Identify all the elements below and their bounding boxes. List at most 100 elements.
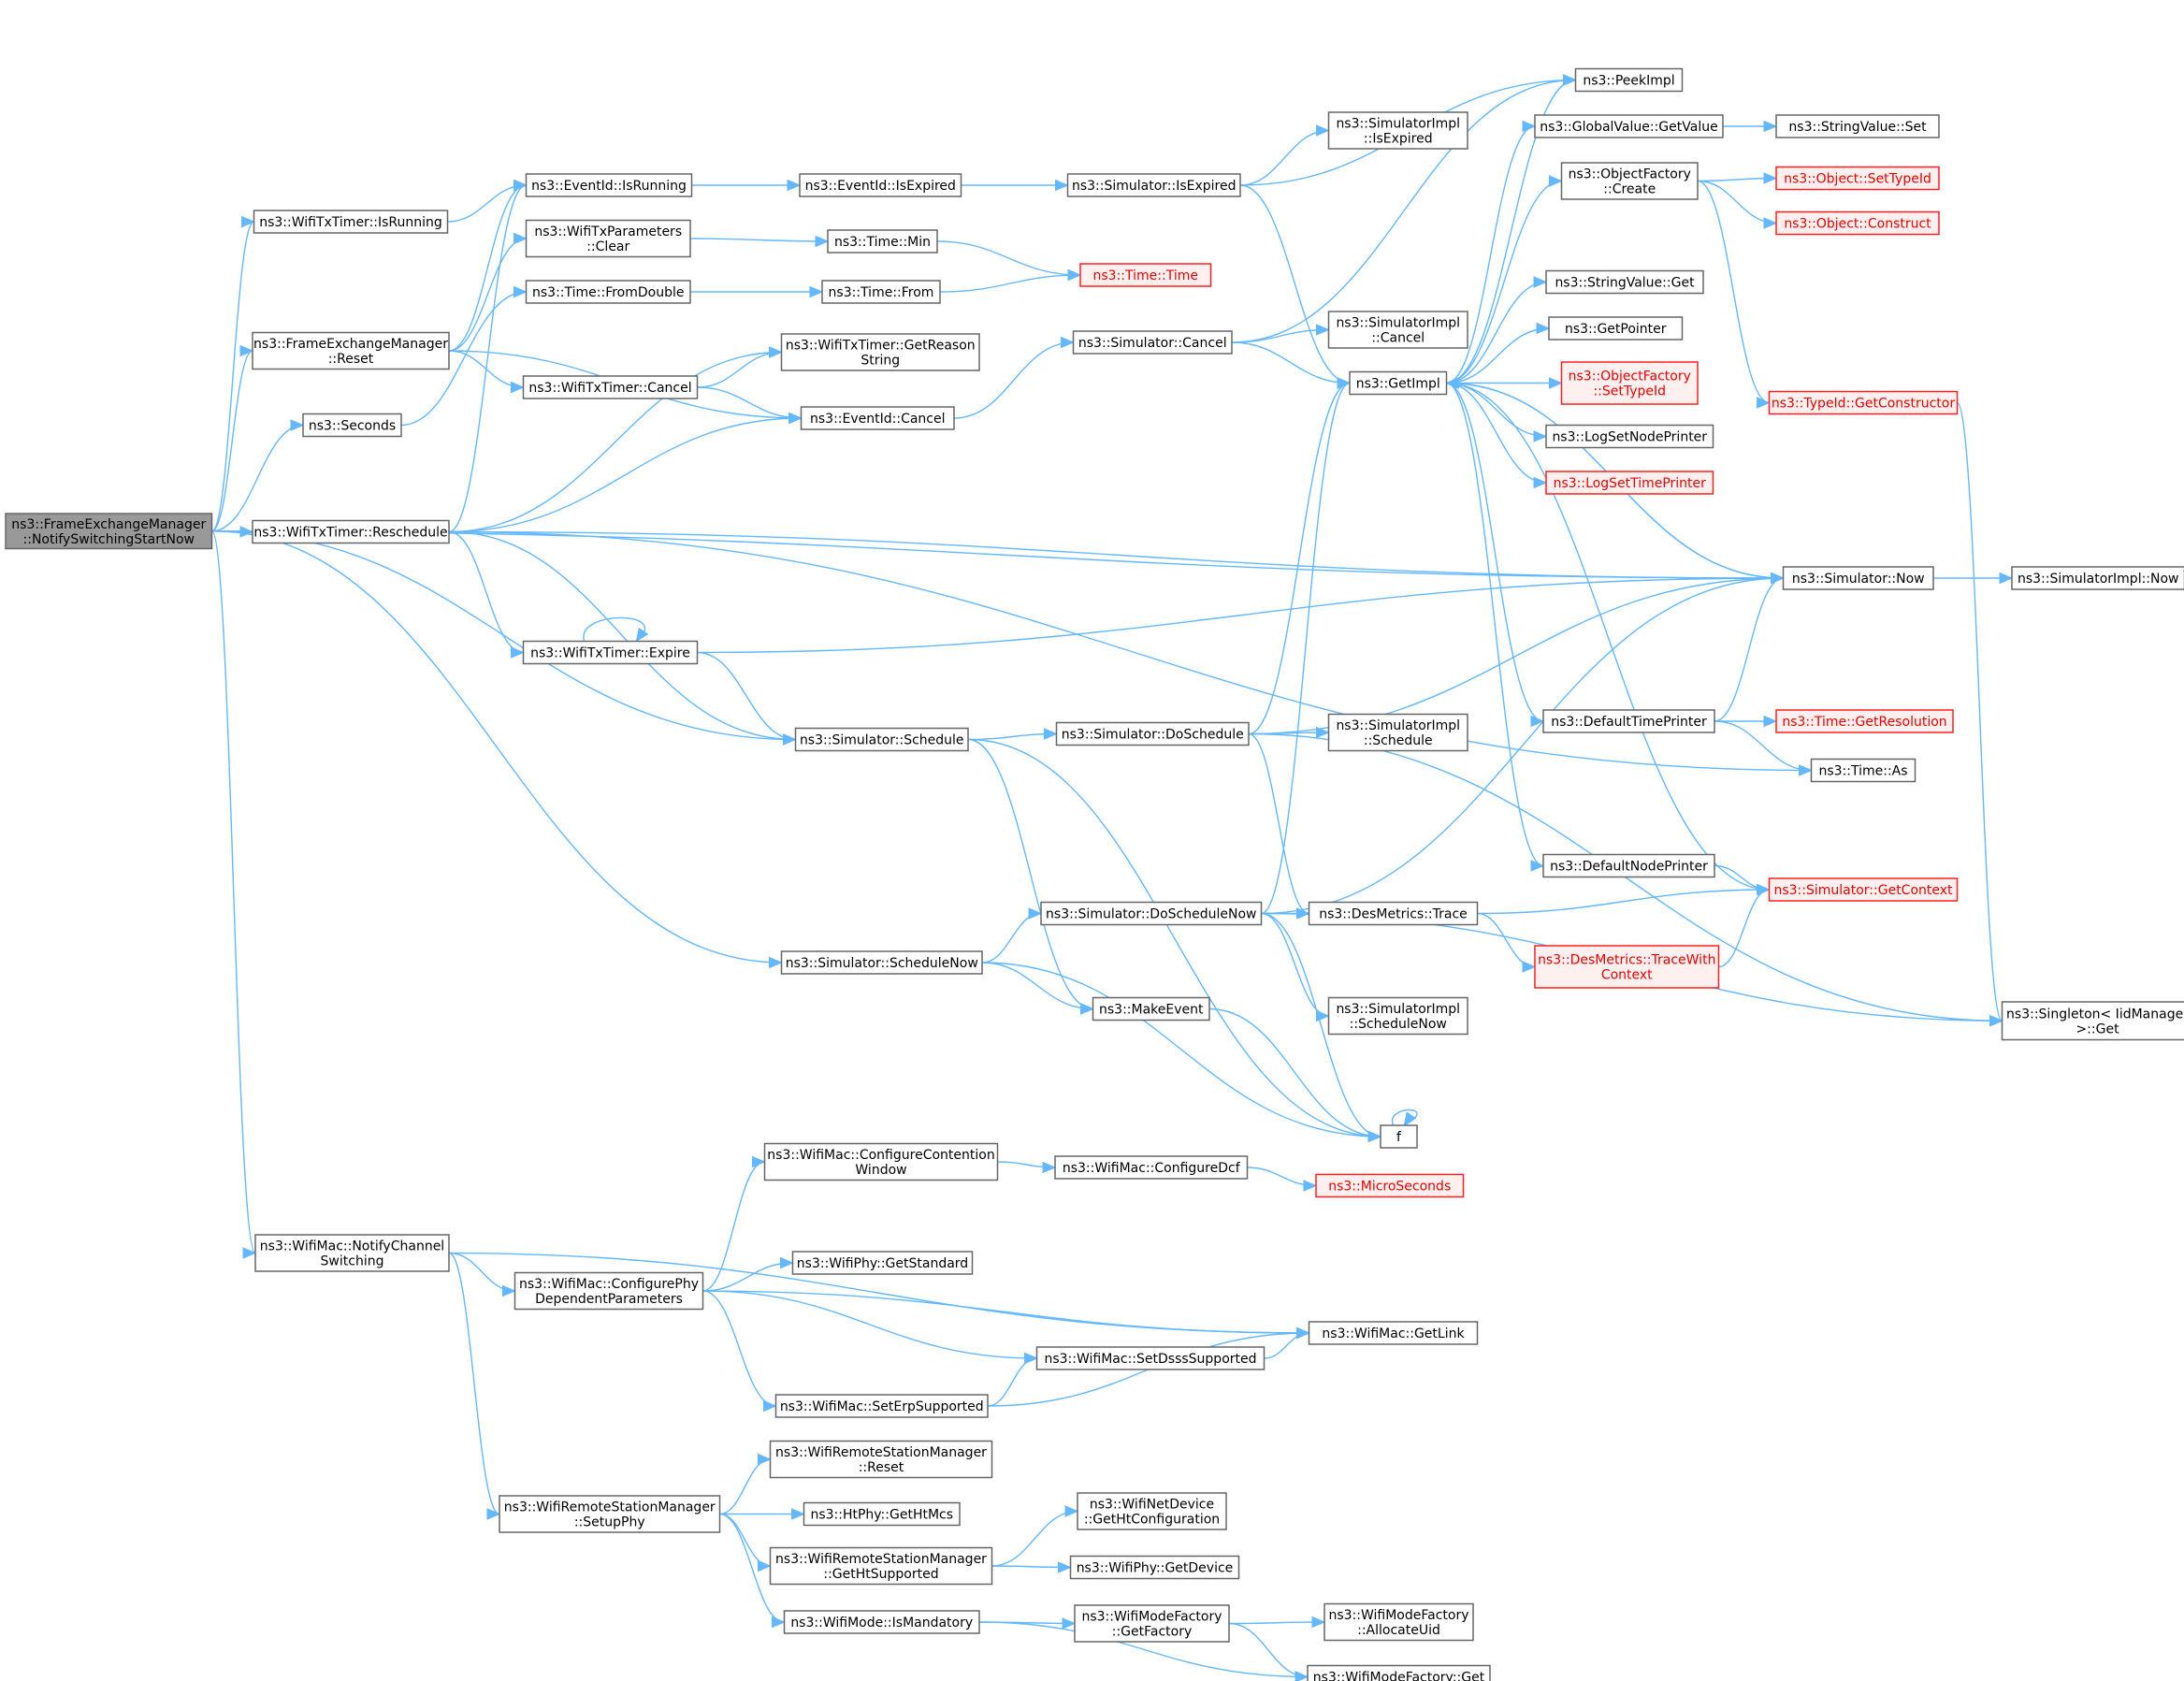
node-simIsExpired-label-line-0: ns3::Simulator::IsExpired bbox=[1072, 179, 1237, 194]
node-wmfGetFactory[interactable]: ns3::WifiModeFactory::GetFactory bbox=[1074, 1604, 1230, 1643]
arrowhead-simSchedule-to-doSchedule bbox=[1044, 728, 1058, 740]
node-wttIsRunning[interactable]: ns3::WifiTxTimer::IsRunning bbox=[253, 210, 449, 234]
edge-setErp-to-setDsss bbox=[987, 1357, 1037, 1407]
node-defTimePrinter[interactable]: ns3::DefaultTimePrinter bbox=[1542, 709, 1715, 733]
node-simImplScheduleNow[interactable]: ns3::SimulatorImpl::ScheduleNow bbox=[1327, 996, 1468, 1036]
node-femReset-box bbox=[252, 331, 450, 370]
node-peekImpl[interactable]: ns3::PeekImpl bbox=[1574, 67, 1684, 93]
node-evCancel[interactable]: ns3::EventId::Cancel bbox=[800, 406, 955, 430]
node-simCancel[interactable]: ns3::Simulator::Cancel bbox=[1072, 330, 1233, 355]
node-setDsss[interactable]: ns3::WifiMac::SetDsssSupported bbox=[1035, 1346, 1266, 1370]
node-getContext-label-line-0: ns3::Simulator::GetContext bbox=[1773, 883, 1953, 898]
node-getResolution[interactable]: ns3::Time::GetResolution bbox=[1775, 709, 1954, 733]
node-singleton[interactable]: ns3::Singleton< IidManager >::Get bbox=[2001, 1001, 2184, 1041]
node-svGet[interactable]: ns3::StringValue::Get bbox=[1545, 269, 1704, 295]
node-rsmSetup[interactable]: ns3::WifiRemoteStationManager::SetupPhy bbox=[499, 1495, 721, 1533]
node-root[interactable]: ns3::FrameExchangeManager::NotifySwitchi… bbox=[5, 513, 213, 550]
node-evIsRunning[interactable]: ns3::EventId::IsRunning bbox=[525, 173, 693, 197]
node-getReason-label-line-0: ns3::WifiTxTimer::GetReason bbox=[786, 339, 976, 354]
node-fromDouble[interactable]: ns3::Time::FromDouble bbox=[525, 280, 691, 304]
node-configCW-label-line-0: ns3::WifiMac::ConfigureContention bbox=[767, 1148, 994, 1163]
node-wttReschedule[interactable]: ns3::WifiTxTimer::Reschedule bbox=[252, 519, 450, 544]
node-simIsExpired[interactable]: ns3::Simulator::IsExpired bbox=[1066, 173, 1241, 197]
node-htmcs[interactable]: ns3::HtPhy::GetHtMcs bbox=[803, 1501, 961, 1527]
node-objConstruct[interactable]: ns3::Object::Construct bbox=[1775, 210, 1940, 236]
node-logTime[interactable]: ns3::LogSetTimePrinter bbox=[1545, 471, 1714, 495]
node-defNodePrinter[interactable]: ns3::DefaultNodePrinter bbox=[1542, 853, 1715, 878]
arrowhead-seconds-to-fromDouble bbox=[513, 285, 528, 298]
arrowhead-getImpl-to-defNodePrinter bbox=[1530, 860, 1545, 872]
arrowhead-macNotify-to-configPhy bbox=[502, 1284, 516, 1297]
node-objSetTypeId[interactable]: ns3::Object::SetTypeId bbox=[1775, 166, 1940, 191]
node-evIsExpired[interactable]: ns3::EventId::IsExpired bbox=[799, 173, 962, 197]
node-configDcf[interactable]: ns3::WifiMac::ConfigureDcf bbox=[1054, 1155, 1249, 1180]
node-timeFrom[interactable]: ns3::Time::From bbox=[821, 280, 941, 304]
node-simImplNow[interactable]: ns3::SimulatorImpl::Now bbox=[2011, 566, 2184, 590]
node-configPhy[interactable]: ns3::WifiMac::ConfigurePhyDependentParam… bbox=[513, 1271, 704, 1311]
node-netDevHt[interactable]: ns3::WifiNetDevice::GetHtConfiguration bbox=[1077, 1492, 1227, 1530]
node-getPointer[interactable]: ns3::GetPointer bbox=[1548, 316, 1684, 341]
node-simSchedule[interactable]: ns3::Simulator::Schedule bbox=[794, 727, 969, 752]
node-scheduleNow[interactable]: ns3::Simulator::ScheduleNow bbox=[780, 950, 983, 975]
edge-simSchedule-to-doSchedule bbox=[967, 732, 1057, 741]
node-wttCancel[interactable]: ns3::WifiTxTimer::Cancel bbox=[522, 375, 699, 399]
node-isMandatory[interactable]: ns3::WifiMode::IsMandatory bbox=[783, 1610, 980, 1634]
node-macNotify-label-line-1: Switching bbox=[321, 1254, 384, 1269]
edge-rsmHt-to-netDevHt bbox=[991, 1510, 1078, 1567]
node-logTime-label-line-0: ns3::LogSetTimePrinter bbox=[1554, 476, 1707, 491]
node-doScheduleNow[interactable]: ns3::Simulator::DoScheduleNow bbox=[1040, 901, 1263, 926]
arrowhead-getImpl-to-logTime bbox=[1533, 476, 1548, 489]
node-makeEvent[interactable]: ns3::MakeEvent bbox=[1092, 996, 1210, 1022]
node-f[interactable]: f bbox=[1380, 1124, 1418, 1149]
node-phyGetDevice[interactable]: ns3::WifiPhy::GetDevice bbox=[1069, 1555, 1240, 1580]
node-timeMin[interactable]: ns3::Time::Min bbox=[827, 229, 938, 254]
edge-defTimePrinter-to-timeAs bbox=[1714, 720, 1812, 772]
node-rsmHt[interactable]: ns3::WifiRemoteStationManager::GetHtSupp… bbox=[769, 1546, 993, 1586]
node-seconds-label-line-0: ns3::Seconds bbox=[309, 419, 396, 434]
node-objConstruct-box bbox=[1775, 210, 1940, 236]
node-seconds[interactable]: ns3::Seconds bbox=[302, 413, 402, 438]
edge-root-to-seconds bbox=[211, 424, 304, 532]
node-simImplScheduleNow-box bbox=[1327, 996, 1468, 1036]
node-femReset[interactable]: ns3::FrameExchangeManager::Reset bbox=[252, 331, 450, 370]
node-simImplSchedule-label-line-1: ::Schedule bbox=[1364, 733, 1433, 748]
node-wmfGet[interactable]: ns3::WifiModeFactory::Get bbox=[1307, 1664, 1491, 1681]
node-wmfAllocate[interactable]: ns3::WifiModeFactory::AllocateUid bbox=[1323, 1602, 1474, 1642]
node-microSeconds[interactable]: ns3::MicroSeconds bbox=[1315, 1173, 1465, 1198]
node-doSchedule[interactable]: ns3::Simulator::DoSchedule bbox=[1055, 721, 1250, 746]
node-desTrace[interactable]: ns3::DesMetrics::Trace bbox=[1308, 901, 1479, 926]
edge-doSchedule-to-desTrace bbox=[1248, 732, 1309, 915]
node-setErp[interactable]: ns3::WifiMac::SetErpSupported bbox=[774, 1394, 989, 1418]
node-timeTime[interactable]: ns3::Time::Time bbox=[1079, 263, 1212, 287]
node-typeIdCtor[interactable]: ns3::TypeId::GetConstructor bbox=[1768, 390, 1959, 415]
node-ofSetTypeId[interactable]: ns3::ObjectFactory::SetTypeId bbox=[1560, 361, 1699, 405]
node-gvGetValue[interactable]: ns3::GlobalValue::GetValue bbox=[1534, 114, 1724, 138]
node-wttReschedule-box bbox=[252, 519, 450, 544]
node-getStandard[interactable]: ns3::WifiPhy::GetStandard bbox=[791, 1251, 974, 1275]
node-rsmReset[interactable]: ns3::WifiRemoteStationManager::Reset bbox=[769, 1440, 993, 1479]
node-simImplIsExpired-label-line-1: ::IsExpired bbox=[1364, 132, 1433, 147]
node-ofCreate[interactable]: ns3::ObjectFactory::Create bbox=[1560, 162, 1699, 200]
node-wtpClear[interactable]: ns3::WifiTxParameters::Clear bbox=[525, 219, 691, 258]
node-simImplSchedule[interactable]: ns3::SimulatorImpl::Schedule bbox=[1327, 713, 1468, 752]
edge-timeFrom-to-timeTime bbox=[939, 274, 1081, 293]
node-simImplCancel[interactable]: ns3::SimulatorImpl::Cancel bbox=[1327, 311, 1468, 349]
node-logNode[interactable]: ns3::LogSetNodePrinter bbox=[1545, 424, 1714, 449]
node-getLink[interactable]: ns3::WifiMac::GetLink bbox=[1308, 1321, 1479, 1345]
node-desTrace-box bbox=[1308, 901, 1479, 926]
node-simNow[interactable]: ns3::Simulator::Now bbox=[1782, 566, 1934, 590]
node-timeAs[interactable]: ns3::Time::As bbox=[1810, 758, 1916, 783]
node-simImplIsExpired[interactable]: ns3::SimulatorImpl::IsExpired bbox=[1327, 111, 1468, 150]
node-getContext[interactable]: ns3::Simulator::GetContext bbox=[1768, 877, 1959, 902]
node-wttExpire-box bbox=[522, 640, 699, 665]
node-simImplCancel-box bbox=[1327, 311, 1468, 349]
node-svSet[interactable]: ns3::StringValue::Set bbox=[1775, 114, 1940, 138]
node-simSchedule-box bbox=[794, 727, 969, 752]
node-rsmHt-label-line-1: ::GetHtSupported bbox=[823, 1567, 938, 1582]
node-getImpl[interactable]: ns3::GetImpl bbox=[1349, 370, 1448, 396]
node-wttExpire[interactable]: ns3::WifiTxTimer::Expire bbox=[522, 640, 699, 665]
